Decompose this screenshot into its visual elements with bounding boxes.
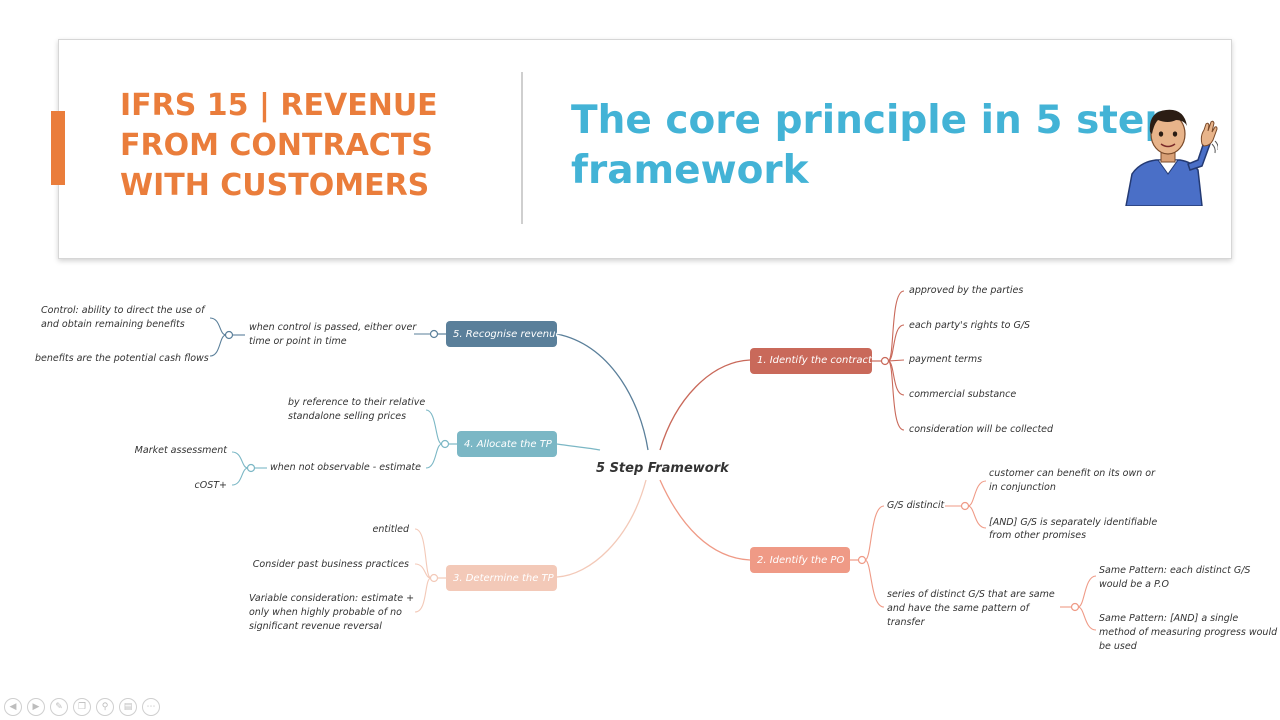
prev-icon[interactable]: ◀ [4,698,22,716]
step2b-leaf: method of measuring progress would [1099,627,1278,638]
step2b-handle[interactable] [1070,602,1080,612]
step4b-label: when not observable - estimate [270,462,421,473]
step1-node[interactable] [750,348,872,374]
step3-fan [414,528,432,613]
page-subtitle: The core principle in 5 step framework [571,96,1173,196]
step4b-leaf: Market assessment [135,445,229,456]
step2a-leaf: from other promises [989,530,1086,541]
slides-icon[interactable]: ▤ [119,698,137,716]
accent-bar [51,111,65,185]
connector-step1 [659,359,751,451]
step3-node[interactable] [446,565,557,591]
step4b-handle[interactable] [246,463,256,473]
step4-handle[interactable] [440,439,450,449]
title-line: WITH CUSTOMERS [120,168,430,203]
step2b-label: and have the same pattern of [887,603,1031,614]
slideshow-toolbar: ◀ ▶ ✎ ❐ ⚲ ▤ ⋯ [4,698,160,716]
step1-leaf: commercial substance [909,389,1016,400]
step5-leaf: and obtain remaining benefits [41,319,185,330]
step4a-label: standalone selling prices [288,411,406,422]
connector-step2 [659,479,751,561]
step1-label: 1. Identify the contract [757,355,873,366]
page-title: IFRS 15 | REVENUE FROM CONTRACTS WITH CU… [120,86,440,206]
pen-icon[interactable]: ✎ [50,698,68,716]
step2a-label: G/S distincit [887,500,945,511]
next-icon[interactable]: ▶ [27,698,45,716]
copy-icon[interactable]: ❐ [73,698,91,716]
step4-fan [231,409,443,486]
step2b-leaf: Same Pattern: each distinct G/S [1099,565,1250,576]
step5-leaf: benefits are the potential cash flows [35,353,209,364]
connector-step3 [556,479,647,578]
center-topic: 5 Step Framework [596,461,730,476]
step5-handle[interactable] [429,329,439,339]
step2-fan [864,480,1097,631]
step3-leaf: Consider past business practices [253,559,409,570]
step2b-leaf: would be a P.O [1099,579,1169,590]
step2a-handle[interactable] [960,501,970,511]
step5-leaf: Control: ability to direct the use of [41,305,206,316]
step2b-label: series of distinct G/S that are same [887,589,1055,600]
step2a-leaf: customer can benefit on its own or [989,468,1156,479]
step2b-leaf: be used [1099,641,1138,652]
zoom-icon[interactable]: ⚲ [96,698,114,716]
step3-leaf: Variable consideration: estimate + [249,593,414,604]
subtitle-line: framework [571,148,809,193]
title-line: IFRS 15 | REVENUE [120,88,438,123]
more-icon[interactable]: ⋯ [142,698,160,716]
step3-handle[interactable] [429,573,439,583]
step4-label: 4. Allocate the TP [464,439,553,450]
step3-leaf: significant revenue reversal [249,621,382,632]
step1-leaf: consideration will be collected [909,424,1054,435]
step1-leaf: approved by the parties [909,285,1023,296]
step4-node[interactable] [457,431,557,457]
step5-label: 5. Recognise revenue [453,329,562,340]
step3-leaf: only when highly probable of no [249,607,402,618]
step2a-leaf: [AND] G/S is separately identifiable [989,517,1157,528]
connector-step4 [556,443,601,451]
step2-node[interactable] [750,547,850,573]
step3-label: 3. Determine the TP [453,573,555,584]
waving-avatar-icon [1125,109,1218,206]
subtitle-line: The core principle in 5 step [571,98,1173,143]
step1-fan [887,290,905,431]
step5-branch-label: time or point in time [249,336,347,347]
step2-handle[interactable] [857,555,867,565]
step2-label: 2. Identify the PO [757,555,844,566]
step5-branch-label: when control is passed, either over [249,322,417,333]
step3-leaf: entitled [373,524,410,535]
step1-leaf: each party's rights to G/S [909,320,1030,331]
step5-node[interactable] [446,321,557,347]
step4b-leaf: cOST+ [195,480,228,491]
step2a-leaf: in conjunction [989,482,1056,493]
step4a-label: by reference to their relative [288,397,425,408]
step2b-leaf: Same Pattern: [AND] a single [1099,613,1238,624]
step5b-handle[interactable] [224,330,234,340]
header-card [58,39,1232,259]
step5-fan [209,317,227,357]
connector-step5 [556,333,649,451]
title-line: FROM CONTRACTS [120,128,433,163]
step1-handle[interactable] [880,356,890,366]
step2b-label: transfer [887,617,926,628]
header-divider [521,72,523,224]
step1-leaf: payment terms [908,354,982,365]
